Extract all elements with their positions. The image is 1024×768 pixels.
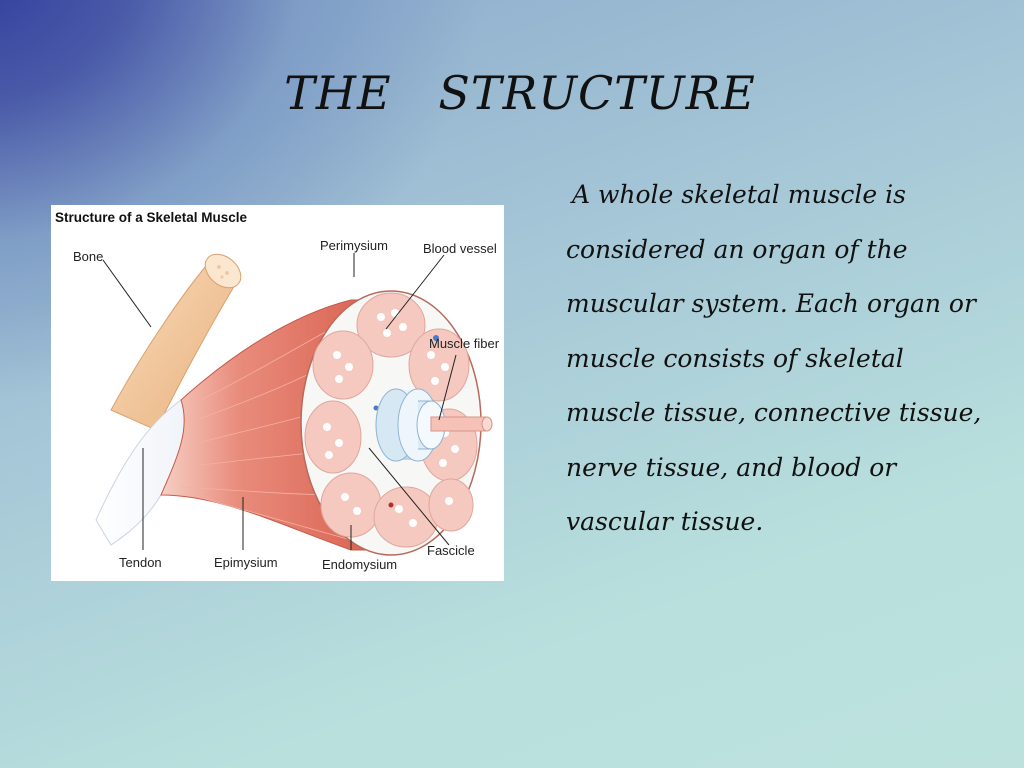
label-blood-vessel: Blood vessel — [423, 241, 497, 256]
bone-shape — [110, 253, 242, 431]
slide-body-text: A whole skeletal muscle is considered an… — [566, 180, 982, 536]
diagram-illustration: Structure of a Skeletal Muscle Bone Peri… — [55, 210, 500, 572]
label-epimysium: Epimysium — [214, 555, 278, 570]
label-perimysium: Perimysium — [320, 238, 388, 253]
fascicle-cylinder — [375, 388, 446, 462]
skeletal-muscle-diagram: Structure of a Skeletal Muscle Bone Peri… — [51, 205, 504, 581]
diagram-title: Structure of a Skeletal Muscle — [55, 210, 248, 225]
slide-title: THE STRUCTURE — [284, 66, 756, 120]
muscle-fiber-strand — [430, 416, 493, 432]
label-fascicle: Fascicle — [427, 543, 475, 558]
label-endomysium: Endomysium — [322, 557, 397, 572]
label-tendon: Tendon — [119, 555, 162, 570]
leader-lines — [102, 253, 457, 550]
label-bone: Bone — [73, 249, 103, 264]
blood-vessel-dot — [433, 335, 439, 341]
label-muscle-fiber: Muscle fiber — [429, 336, 500, 351]
